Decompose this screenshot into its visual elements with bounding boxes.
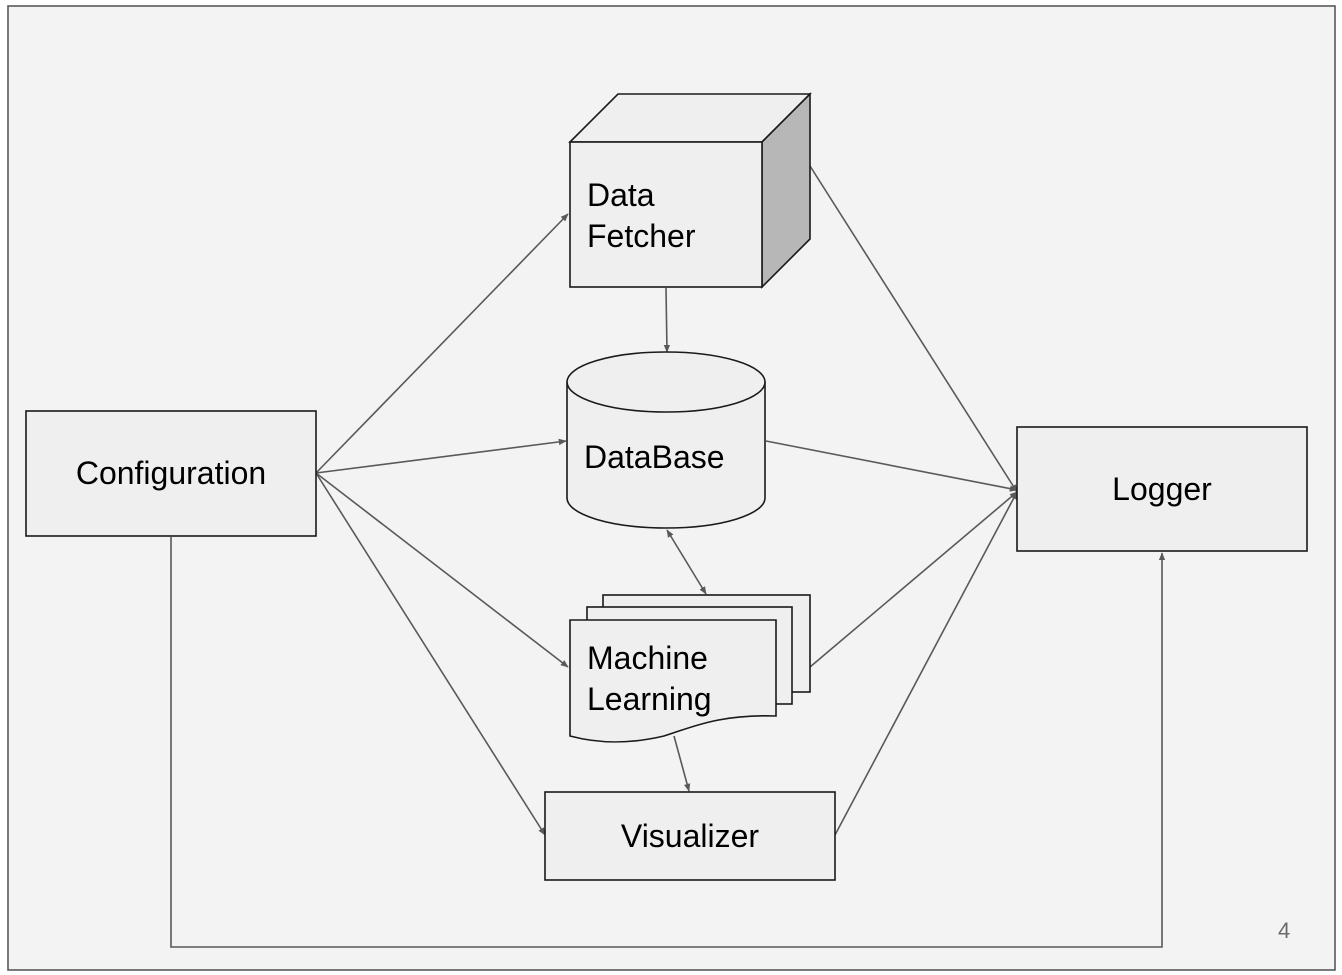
edge-database-to-logger — [765, 440, 1018, 492]
machine-learning-label-line1: Machine — [587, 640, 708, 676]
edges — [170, 165, 1166, 948]
edge-configuration-to-database — [315, 438, 567, 474]
edge-machine-learning-to-visualizer — [673, 735, 691, 792]
edge-configuration-to-data-fetcher — [315, 213, 569, 474]
edge-data-fetcher-to-logger — [809, 165, 1018, 493]
edge-database-machine-learning — [666, 529, 707, 595]
database-label: DataBase — [584, 439, 725, 475]
data-fetcher-node — [568, 92, 812, 289]
logger-label: Logger — [1112, 471, 1212, 507]
edge-data-fetcher-to-database — [663, 287, 671, 353]
edge-configuration-to-visualizer — [315, 472, 546, 836]
machine-learning-label-line2: Learning — [587, 681, 712, 717]
edge-machine-learning-to-logger — [809, 491, 1018, 668]
edge-configuration-to-logger — [170, 537, 1166, 948]
data-fetcher-label-line2: Fetcher — [587, 218, 696, 254]
edge-configuration-to-machine-learning — [315, 472, 569, 668]
logger-node — [1016, 426, 1308, 552]
visualizer-node — [544, 791, 836, 881]
page-number: 4 — [1278, 918, 1291, 943]
data-fetcher-label-line1: Data — [587, 177, 655, 213]
edge-visualizer-to-logger — [834, 491, 1018, 836]
configuration-node — [25, 410, 317, 537]
visualizer-label: Visualizer — [620, 818, 760, 854]
configuration-label: Configuration — [75, 455, 267, 491]
database-node — [566, 351, 766, 529]
machine-learning-node — [569, 594, 811, 743]
